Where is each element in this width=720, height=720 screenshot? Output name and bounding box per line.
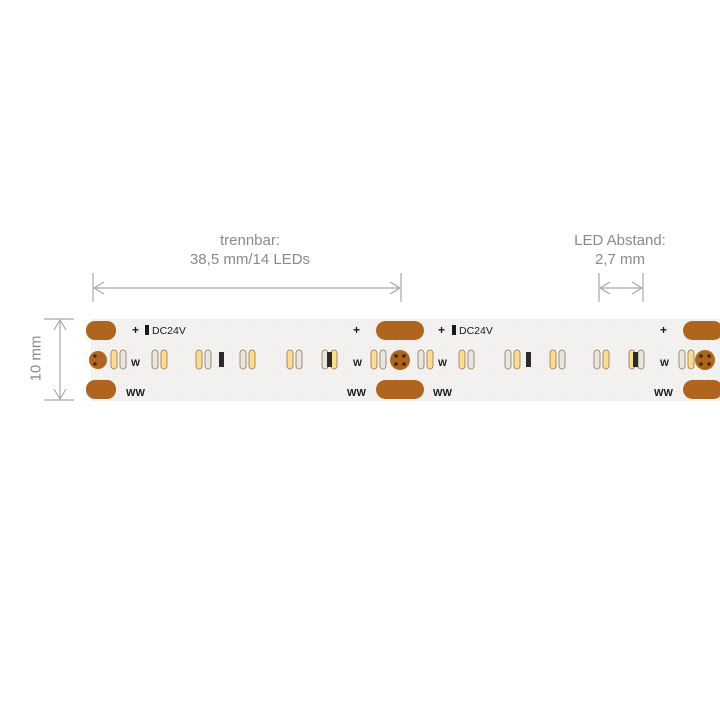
led-chip bbox=[602, 349, 610, 370]
led-chip bbox=[637, 349, 645, 370]
led-chip bbox=[458, 349, 466, 370]
led-chip bbox=[295, 349, 303, 370]
plus-mark: + bbox=[132, 323, 139, 337]
led-chip bbox=[687, 349, 695, 370]
ww-mark: WW bbox=[126, 388, 145, 399]
cut-length-title: trennbar: bbox=[219, 232, 281, 249]
ww-mark: WW bbox=[347, 388, 366, 399]
solder-pad bbox=[376, 321, 424, 340]
solder-pad bbox=[376, 380, 424, 399]
solder-pad bbox=[683, 380, 720, 399]
solder-pad-center bbox=[89, 351, 107, 369]
led-chip bbox=[119, 349, 127, 370]
led-chip bbox=[239, 349, 247, 370]
led-pitch-label: LED Abstand: 2,7 mm bbox=[545, 231, 695, 269]
resistor bbox=[327, 352, 332, 367]
arrow-left-icon bbox=[598, 281, 611, 295]
cut-length-value: 38,5 mm/14 LEDs bbox=[189, 251, 311, 268]
arrow-right-icon bbox=[631, 281, 644, 295]
led-pitch-dimension bbox=[598, 273, 644, 302]
led-chip bbox=[160, 349, 168, 370]
led-chip bbox=[513, 349, 521, 370]
solder-pad-center bbox=[390, 350, 410, 370]
cut-marks bbox=[93, 354, 711, 366]
solder-pad bbox=[86, 380, 116, 399]
plus-mark: + bbox=[353, 323, 360, 337]
voltage-mark: DC24V bbox=[459, 325, 493, 337]
led-chip bbox=[286, 349, 294, 370]
led-chip bbox=[248, 349, 256, 370]
polarity-bar-icon bbox=[145, 325, 149, 335]
led-chip bbox=[379, 349, 387, 370]
led-pitch-value: 2,7 mm bbox=[594, 251, 645, 268]
resistor bbox=[219, 352, 224, 367]
solder-pad-center bbox=[695, 350, 715, 370]
led-chip bbox=[417, 349, 425, 370]
arrow-right-icon bbox=[389, 281, 402, 295]
led-chip bbox=[593, 349, 601, 370]
led-chip bbox=[467, 349, 475, 370]
voltage-mark: DC24V bbox=[152, 325, 186, 337]
ww-mark: WW bbox=[654, 388, 673, 399]
led-chip bbox=[678, 349, 686, 370]
plus-mark: + bbox=[660, 323, 667, 337]
solder-pads bbox=[86, 321, 720, 399]
arrow-down-icon bbox=[53, 388, 67, 401]
cut-length-dimension bbox=[92, 273, 402, 302]
solder-pad bbox=[86, 321, 116, 340]
led-chip bbox=[426, 349, 434, 370]
arrow-left-icon bbox=[92, 281, 105, 295]
strip-width-dimension bbox=[44, 318, 74, 401]
polarity-bar-icon bbox=[452, 325, 456, 335]
led-pitch-title: LED Abstand: bbox=[574, 232, 666, 249]
resistor bbox=[526, 352, 531, 367]
led-chip bbox=[151, 349, 159, 370]
led-chip bbox=[504, 349, 512, 370]
w-mark: W bbox=[353, 358, 362, 369]
led-chip bbox=[370, 349, 378, 370]
strip-markings: + DC24V + WW WW W W + DC24V + WW WW W W bbox=[126, 323, 673, 399]
led-chip bbox=[558, 349, 566, 370]
w-mark: W bbox=[660, 358, 669, 369]
cut-length-label: trennbar: 38,5 mm/14 LEDs bbox=[150, 231, 350, 269]
w-mark: W bbox=[438, 358, 447, 369]
led-chip bbox=[195, 349, 203, 370]
ww-mark: WW bbox=[433, 388, 452, 399]
solder-pad bbox=[683, 321, 720, 340]
led-chip bbox=[549, 349, 557, 370]
resistor bbox=[633, 352, 638, 367]
led-chips bbox=[110, 349, 695, 370]
led-chip bbox=[204, 349, 212, 370]
led-chip bbox=[110, 349, 118, 370]
plus-mark: + bbox=[438, 323, 445, 337]
arrow-up-icon bbox=[53, 318, 67, 331]
w-mark: W bbox=[131, 358, 140, 369]
